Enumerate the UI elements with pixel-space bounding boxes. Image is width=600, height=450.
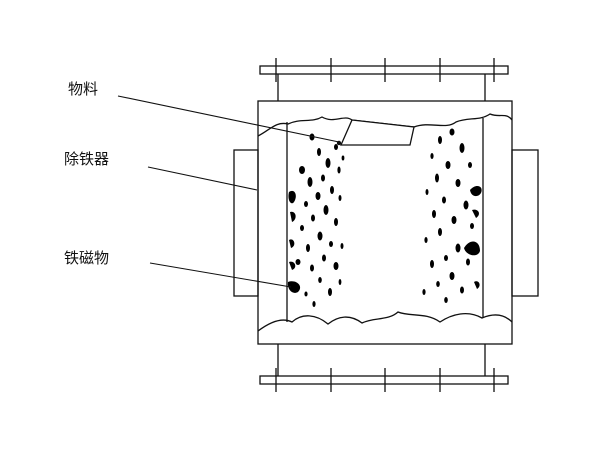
material-label: 物料	[68, 80, 99, 98]
bottom-flange	[259, 344, 509, 392]
material-leader-line	[117, 95, 340, 143]
left-magnet	[233, 149, 259, 297]
left-particle-stream	[295, 133, 345, 307]
leader-lines	[117, 95, 340, 288]
top-flange	[259, 58, 509, 101]
ferromagnetic-label: 铁磁物	[64, 249, 110, 267]
right-wall-iron-particles	[464, 186, 482, 289]
ferromagnetic-leader-line	[149, 262, 292, 288]
iron-remover-label: 除铁器	[64, 150, 110, 168]
material-bottom-surface	[257, 311, 513, 332]
right-magnet	[511, 149, 539, 297]
right-particle-stream	[422, 128, 474, 303]
material-leader-dot	[336, 140, 342, 146]
diverter-cone	[340, 119, 415, 146]
iron-remover-leader-line	[147, 166, 258, 191]
left-wall-iron-particles	[287, 190, 301, 293]
